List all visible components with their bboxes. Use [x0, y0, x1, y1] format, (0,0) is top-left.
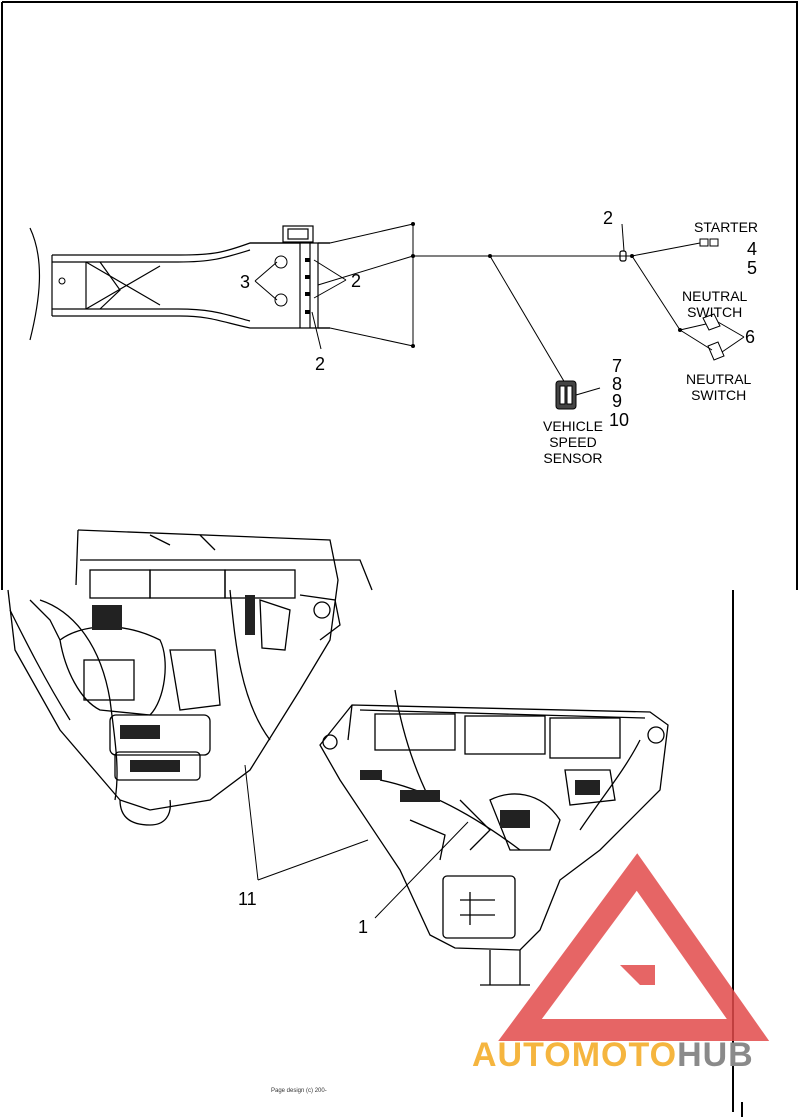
callout-1: 1 [358, 917, 369, 937]
footer-text: Page design (c) 200- [271, 1088, 327, 1094]
watermark-logo-text-part2: HUB [677, 1036, 754, 1074]
watermark-logo-inner [620, 965, 655, 985]
left-harness-shading [92, 595, 255, 772]
label-neutral-switch-bottom-line1: NEUTRAL [686, 371, 752, 387]
harness-lines [317, 223, 713, 384]
callout-11: 11 [238, 889, 257, 909]
label-neutral-switch-bottom: NEUTRAL SWITCH [686, 371, 751, 403]
callout-7: 7 [612, 356, 623, 376]
callout-8: 8 [612, 374, 623, 394]
label-starter: STARTER [694, 219, 759, 235]
callout-2-connector: 2 [603, 208, 614, 228]
watermark-logo-triangle [498, 853, 770, 1041]
neutral-switch-icon [702, 313, 725, 361]
frame-holes [58, 255, 288, 307]
starter-terminal-icon [699, 238, 719, 247]
callout-6: 6 [745, 327, 756, 347]
callout-5: 5 [747, 258, 758, 278]
watermark-logo-text-part1: AUTOMOTO [472, 1036, 678, 1074]
vehicle-speed-sensor-icon [555, 380, 601, 410]
left-harness-illustration [7, 529, 373, 826]
watermark-logo-text: AUTOMOTOHUB [472, 1036, 754, 1075]
label-neutral-switch-top-line1: NEUTRAL [682, 288, 748, 304]
label-neutral-switch-bottom-line2: SWITCH [691, 387, 747, 403]
callout-4: 4 [747, 239, 758, 259]
right-ecu-shading [360, 770, 600, 828]
label-neutral-switch-top: NEUTRAL SWITCH [682, 288, 747, 320]
label-vss-line1: VEHICLE [543, 418, 603, 434]
callout-leaders-bottom [244, 764, 469, 919]
right-ecu-box-illustration [319, 689, 669, 986]
frame-rail [29, 225, 330, 341]
label-vss-line2: SPEED [549, 434, 597, 450]
callout-3: 3 [240, 272, 251, 292]
harness-nodes [411, 222, 682, 348]
label-vehicle-speed-sensor: VEHICLE SPEED SENSOR [543, 418, 603, 466]
callout-2-frame: 2 [351, 271, 362, 291]
label-neutral-switch-top-line2: SWITCH [687, 304, 743, 320]
connector-2-icon [619, 250, 627, 262]
callout-9: 9 [612, 391, 623, 411]
callout-2-bottom: 2 [315, 354, 326, 374]
label-vss-line3: SENSOR [543, 450, 603, 466]
callout-10: 10 [609, 410, 630, 430]
frame-clips [305, 258, 310, 314]
callout-leaders-top [254, 223, 745, 353]
